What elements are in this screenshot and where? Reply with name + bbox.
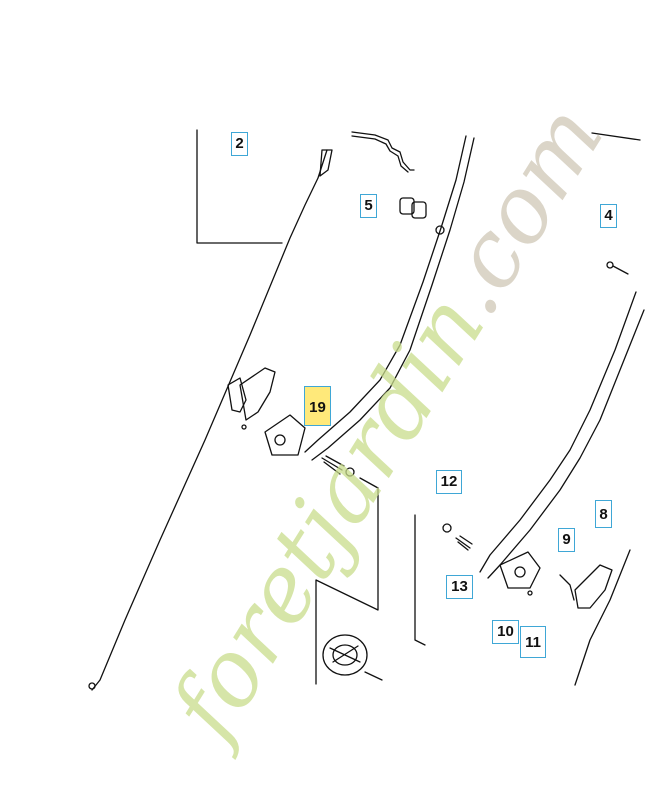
callout-19[interactable]: 19 xyxy=(304,386,331,426)
lower-right-frame xyxy=(574,549,631,686)
leader-frame-right xyxy=(591,132,641,141)
callout-13[interactable]: 13 xyxy=(446,575,473,599)
left-control-housing xyxy=(264,414,306,456)
knob-5 xyxy=(399,197,415,215)
right-spring-13 xyxy=(455,535,473,551)
callout-9[interactable]: 9 xyxy=(558,528,575,552)
throttle-cable xyxy=(91,149,328,691)
leader-lower-center xyxy=(315,477,379,685)
callout-11[interactable]: 11 xyxy=(520,626,546,658)
callout-4[interactable]: 4 xyxy=(600,204,617,228)
callout-12[interactable]: 12 xyxy=(436,470,462,494)
callout-2[interactable]: 2 xyxy=(231,132,248,156)
left-lever-bracket xyxy=(227,377,247,413)
right-handlebar-tube xyxy=(479,291,637,573)
left-nut-12 xyxy=(345,467,355,477)
leader-right-frame xyxy=(414,514,426,646)
right-nut-12 xyxy=(442,523,452,533)
callout-8[interactable]: 8 xyxy=(595,500,612,528)
left-lever-8 xyxy=(239,367,276,421)
callout-5[interactable]: 5 xyxy=(360,194,377,218)
leader-frame-2 xyxy=(196,129,283,244)
screw-4 xyxy=(606,261,614,269)
right-control-housing-10 xyxy=(499,551,541,589)
right-lever-8 xyxy=(574,564,613,609)
upper-cable-tip xyxy=(351,131,415,171)
pulley-bolt xyxy=(364,671,383,681)
left-handlebar-tube xyxy=(304,135,467,453)
right-screw-11 xyxy=(527,590,533,596)
callout-10[interactable]: 10 xyxy=(492,620,519,644)
left-spring-13 xyxy=(321,455,345,475)
pulley xyxy=(322,634,368,676)
cable-end-bottom xyxy=(88,682,96,690)
cable-end-top xyxy=(319,149,333,177)
right-bolt-9 xyxy=(559,574,575,601)
